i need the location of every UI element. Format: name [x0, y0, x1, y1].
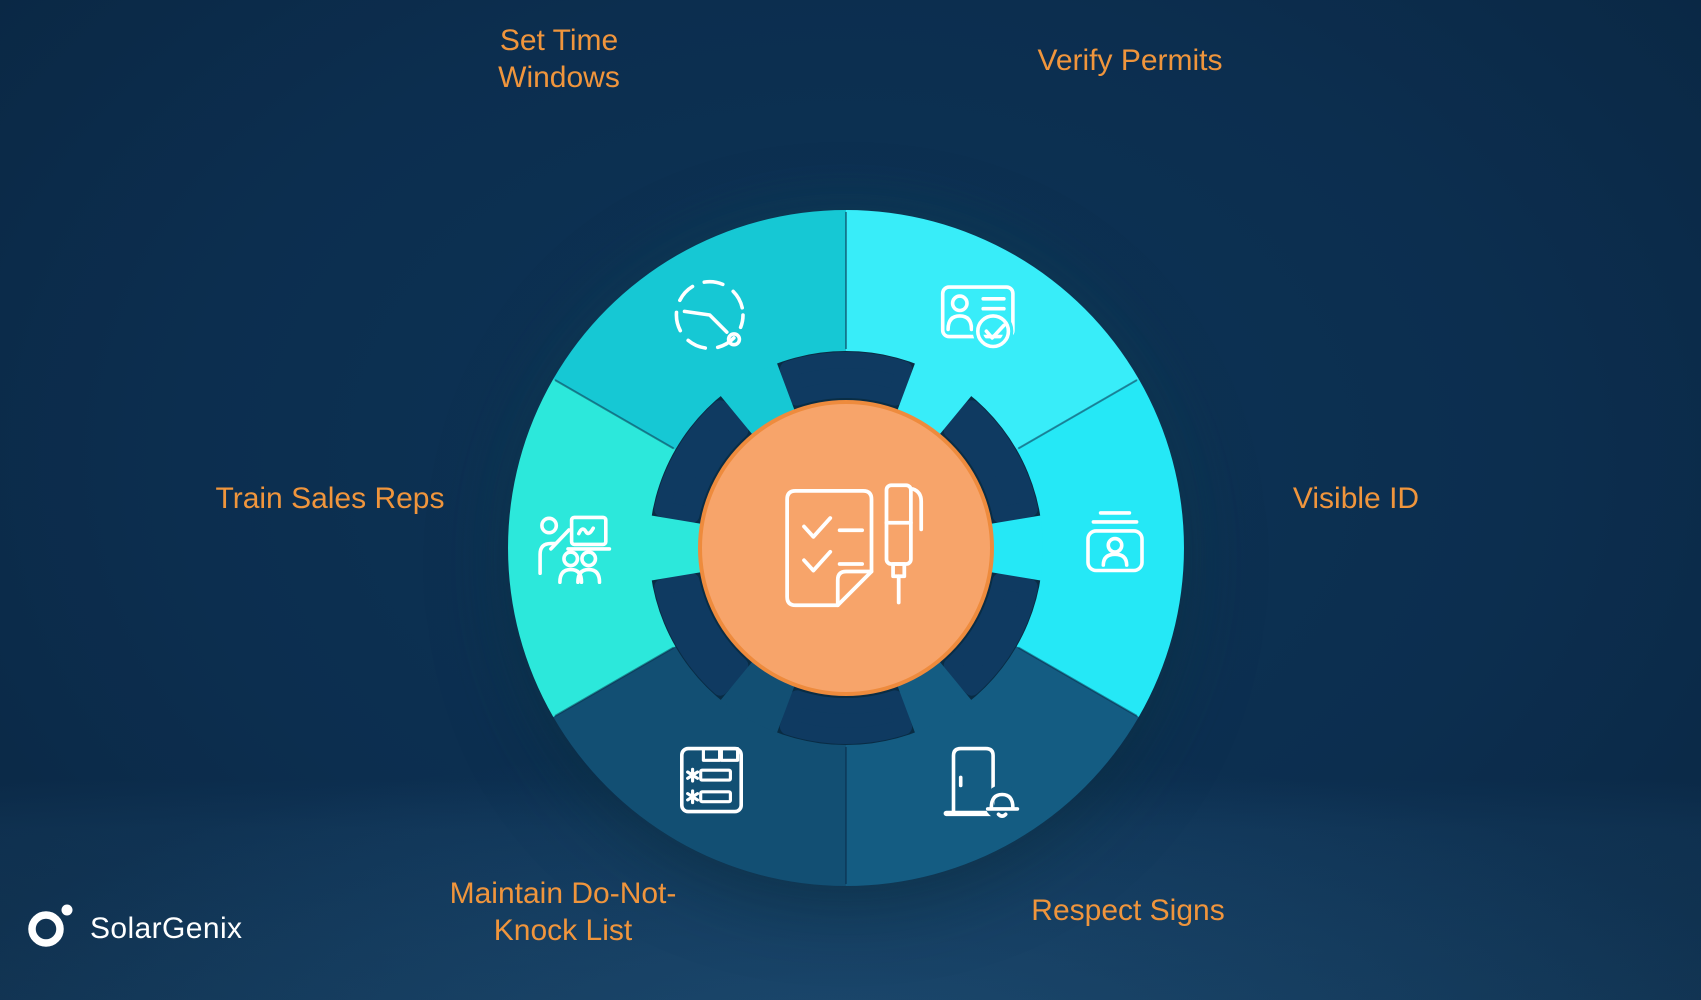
segment-verify-permits — [846, 210, 1139, 450]
inner-wedge — [943, 572, 1038, 696]
center-circle — [698, 400, 994, 696]
segment-visible-id — [1016, 379, 1184, 717]
segment-divider — [1017, 646, 1138, 717]
label-maintain-do-not-knock-list: Maintain Do-Not-Knock List — [449, 877, 677, 947]
compliance-wheel — [508, 210, 1184, 886]
ring-dot-logo-icon — [28, 904, 73, 947]
label-train-sales-reps: Train Sales Reps — [215, 482, 445, 515]
segment-set-time-windows — [553, 210, 846, 450]
label-visible-id: Visible ID — [1292, 482, 1420, 515]
inner-wedge — [779, 352, 913, 406]
segment-divider — [554, 379, 675, 450]
segment-divider — [554, 646, 675, 717]
label-respect-signs: Respect Signs — [1031, 894, 1225, 927]
inner-wedge — [654, 400, 749, 524]
inner-wedge — [943, 400, 1038, 524]
label-verify-permits: Verify Permits — [1037, 44, 1223, 77]
label-set-time-windows: Set Time Windows — [498, 24, 620, 94]
inner-wedge — [779, 690, 913, 744]
segment-divider — [1017, 379, 1138, 450]
brand-logo: SolarGenix — [26, 897, 242, 953]
inner-wedge — [654, 572, 749, 696]
segment-maintain-do-not-knock-list — [553, 646, 846, 886]
brand-name: SolarGenix — [90, 912, 243, 945]
